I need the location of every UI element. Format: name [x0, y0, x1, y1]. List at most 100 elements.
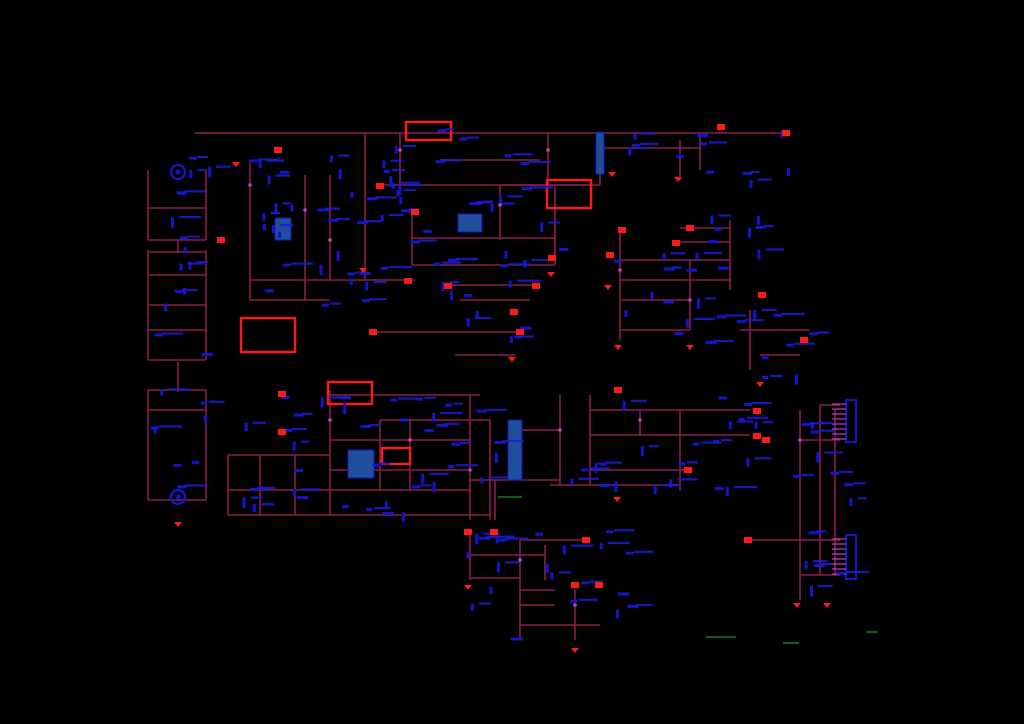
component — [801, 423, 812, 427]
port-marker — [717, 124, 725, 130]
component-label-glyph — [708, 141, 728, 144]
component-label-glyph — [516, 279, 541, 282]
component-label-glyph — [505, 537, 529, 540]
component-label-glyph — [250, 496, 264, 499]
component-label-glyph — [614, 529, 635, 532]
component-label-glyph — [368, 424, 381, 427]
junction-dot — [573, 603, 577, 607]
component-label-glyph — [440, 411, 463, 415]
component — [813, 563, 825, 567]
port-marker — [684, 467, 692, 473]
component — [293, 413, 304, 417]
port-marker — [274, 147, 282, 153]
component-label-glyph — [529, 186, 553, 189]
component — [389, 176, 393, 187]
component — [810, 585, 813, 597]
component — [449, 290, 453, 301]
component — [475, 311, 479, 319]
component-label-glyph — [445, 128, 454, 131]
component-label-glyph — [424, 396, 436, 399]
port-marker — [753, 408, 761, 414]
component-label-glyph — [216, 165, 231, 168]
component — [633, 133, 637, 140]
component — [476, 409, 487, 413]
component — [382, 511, 394, 515]
component — [480, 477, 484, 484]
component — [174, 289, 187, 293]
component — [329, 155, 333, 163]
component — [342, 505, 349, 509]
port-marker — [548, 255, 556, 261]
component-label-glyph — [398, 397, 418, 400]
component-label-glyph — [185, 484, 207, 487]
component-label-glyph — [751, 402, 772, 405]
component-label-glyph — [196, 261, 208, 264]
component — [716, 315, 727, 319]
port-marker — [404, 278, 412, 284]
component-label-glyph — [390, 159, 403, 162]
component-label-glyph — [429, 472, 449, 475]
component — [424, 429, 434, 433]
component — [262, 212, 266, 221]
component — [844, 483, 853, 487]
component-label-glyph — [670, 252, 685, 255]
component-label-glyph — [467, 136, 480, 139]
component — [441, 281, 445, 291]
component-label-glyph — [704, 297, 716, 300]
component-label-glyph — [364, 220, 381, 223]
component-label-glyph — [419, 484, 432, 487]
component — [281, 395, 290, 399]
component — [399, 418, 408, 422]
component-label-glyph — [578, 598, 598, 601]
component — [154, 333, 164, 337]
component — [540, 222, 544, 233]
component-label-glyph — [197, 168, 206, 172]
component — [715, 487, 724, 490]
component-label-glyph — [817, 331, 830, 334]
component-label-glyph — [661, 484, 681, 487]
component — [469, 202, 482, 206]
component-label-glyph — [370, 298, 387, 301]
component — [390, 398, 397, 402]
junction-dot — [546, 148, 550, 152]
component — [545, 563, 549, 574]
ground-symbol — [232, 162, 240, 167]
component — [421, 473, 425, 484]
component — [653, 485, 657, 495]
port-marker — [686, 225, 694, 231]
component-label-glyph — [330, 302, 341, 305]
component — [761, 356, 769, 360]
component-label-glyph — [335, 217, 350, 220]
ground-symbol — [508, 357, 516, 362]
component-label-glyph — [168, 388, 190, 391]
junction-dot — [558, 428, 562, 432]
component — [521, 187, 533, 191]
component — [685, 318, 689, 328]
component — [401, 512, 405, 522]
component — [478, 536, 491, 540]
component-label-glyph — [724, 314, 746, 317]
component-label-glyph — [187, 235, 200, 238]
component — [773, 313, 782, 317]
component — [435, 160, 445, 164]
component-label-glyph — [404, 188, 417, 192]
component — [718, 266, 729, 270]
component — [399, 197, 403, 205]
component — [761, 376, 769, 379]
component — [674, 332, 684, 336]
component — [617, 592, 630, 596]
component — [365, 281, 369, 291]
component — [631, 143, 640, 147]
ground-symbol — [571, 648, 579, 653]
component — [713, 227, 722, 231]
component-label-glyph — [648, 445, 659, 448]
component — [459, 137, 468, 141]
component — [347, 272, 355, 276]
component — [500, 264, 508, 268]
ground-symbol — [359, 268, 367, 273]
component — [283, 263, 291, 267]
junction-dot — [328, 238, 332, 242]
component-label-glyph — [636, 147, 647, 150]
component-layer — [150, 129, 853, 641]
